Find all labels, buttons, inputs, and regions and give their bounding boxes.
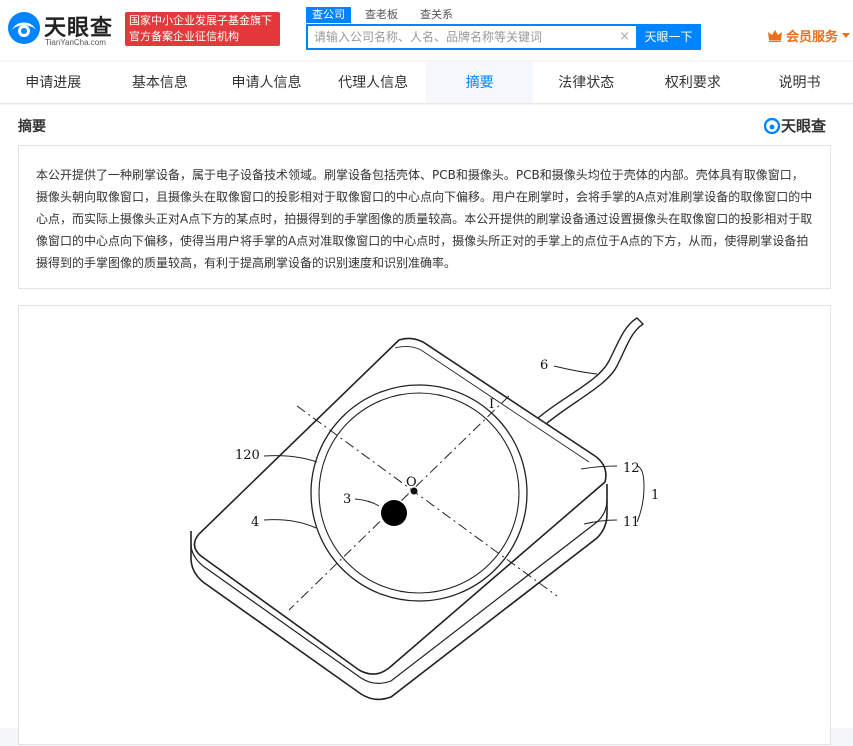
logo-subtext: TianYanCha.com bbox=[45, 38, 106, 47]
tab-claims[interactable]: 权利要求 bbox=[664, 75, 721, 91]
label-12: 12 bbox=[623, 461, 640, 476]
patent-nav-tabs: 申请进展 基本信息 申请人信息 代理人信息 摘要 法律状态 权利要求 说明书 bbox=[0, 62, 853, 104]
center-point bbox=[410, 487, 418, 495]
site-logo[interactable]: 天眼查 TianYanCha.com bbox=[6, 9, 120, 49]
patent-drawing: 6 I 120 12 1 O 3 4 11 bbox=[18, 305, 831, 745]
label-3: 3 bbox=[343, 492, 351, 507]
label-O: O bbox=[406, 475, 417, 490]
label-120: 120 bbox=[235, 448, 260, 463]
chevron-down-icon bbox=[842, 33, 851, 38]
bracket-1 bbox=[636, 465, 645, 523]
member-services-label: 会员服务 bbox=[786, 30, 839, 45]
device-top-edge bbox=[394, 345, 590, 463]
watermark-logo-text: 天眼查 bbox=[781, 117, 827, 135]
search-box: × bbox=[306, 24, 636, 50]
site-header: 天眼查 TianYanCha.com 国家中小企业发展子基金旗下 官方备案企业征… bbox=[0, 0, 853, 60]
palm-scanner-drawing: 6 I 120 12 1 O 3 4 11 bbox=[190, 317, 659, 701]
tianyancha-small-logo-icon bbox=[764, 117, 780, 134]
camera bbox=[381, 500, 407, 526]
leader-120 bbox=[263, 455, 318, 463]
capture-window-outer bbox=[310, 384, 528, 602]
badge-line-2: 官方备案企业征信机构 bbox=[129, 30, 239, 43]
leader-4 bbox=[263, 519, 317, 529]
official-badge[interactable]: 国家中小企业发展子基金旗下 官方备案企业征信机构 bbox=[125, 12, 280, 46]
label-I: I bbox=[489, 397, 494, 412]
leader-6 bbox=[553, 365, 598, 375]
leader-11 bbox=[583, 519, 618, 525]
abstract-text: 本公开提供了一种刷掌设备，属于电子设备技术领域。刷掌设备包括壳体、PCB和摄像头… bbox=[18, 145, 831, 289]
search-input[interactable] bbox=[308, 26, 608, 48]
tab-application-progress[interactable]: 申请进展 bbox=[25, 75, 82, 91]
label-1: 1 bbox=[651, 488, 659, 503]
label-11: 11 bbox=[623, 515, 640, 530]
member-services-menu[interactable]: 会员服务 bbox=[768, 26, 851, 45]
axis-line-1 bbox=[296, 405, 558, 597]
tab-search-relation[interactable]: 查关系 bbox=[420, 8, 453, 21]
tab-search-company[interactable]: 查公司 bbox=[306, 7, 351, 23]
label-4: 4 bbox=[251, 515, 259, 530]
leader-3 bbox=[354, 498, 380, 507]
clear-icon[interactable]: × bbox=[619, 29, 630, 44]
label-6: 6 bbox=[540, 358, 548, 373]
axis-line-2 bbox=[288, 395, 510, 611]
cable bbox=[536, 317, 645, 425]
device-seam bbox=[190, 499, 608, 684]
search-tabs: 查公司 查老板 查关系 bbox=[306, 7, 469, 23]
tab-basic-info[interactable]: 基本信息 bbox=[131, 75, 188, 91]
tab-agent-info[interactable]: 代理人信息 bbox=[338, 75, 409, 91]
tab-specification[interactable]: 说明书 bbox=[778, 75, 821, 91]
tab-abstract[interactable]: 摘要 bbox=[426, 62, 533, 103]
tab-applicant-info[interactable]: 申请人信息 bbox=[231, 75, 302, 91]
leader-12 bbox=[580, 465, 618, 470]
logo-text: 天眼查 bbox=[44, 16, 114, 41]
crown-icon bbox=[768, 29, 782, 42]
tab-search-boss[interactable]: 查老板 bbox=[365, 8, 398, 21]
tianyancha-logo-icon bbox=[8, 12, 40, 44]
abstract-panel: 摘要 天眼查 本公开提供了一种刷掌设备，属于电子设备技术领域。刷掌设备包括壳体、… bbox=[0, 105, 853, 745]
section-title: 摘要 bbox=[18, 119, 46, 135]
search-button[interactable]: 天眼一下 bbox=[636, 24, 701, 50]
watermark-logo: 天眼查 bbox=[764, 115, 826, 136]
capture-window-inner bbox=[318, 392, 520, 594]
tab-legal-status[interactable]: 法律状态 bbox=[558, 75, 615, 91]
badge-line-1: 国家中小企业发展子基金旗下 bbox=[129, 14, 272, 27]
